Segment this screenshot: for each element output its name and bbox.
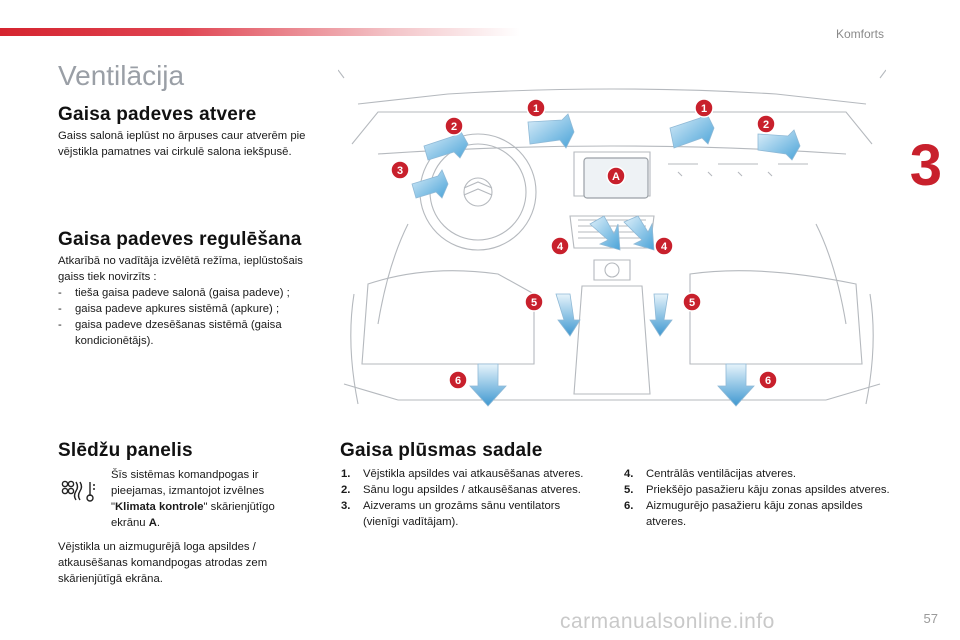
arrow-rear-footwell-right [717,363,755,407]
vent-marker-2: 2 [444,116,464,136]
list-item: -gaisa padeve apkures sistēmā (apkure) ; [58,303,280,315]
list-item-text: Aizverams un grozāms sānu ventilators (v… [363,500,561,528]
svg-text:2: 2 [451,121,457,133]
heading-air-distribution: Gaisa plūsmas sadale [340,440,543,461]
vent-marker-5: 5 [682,292,702,312]
list-number: 6. [624,500,634,512]
svg-text:4: 4 [557,241,564,253]
arrow-front-footwell-left [555,293,581,337]
vent-marker-4: 4 [550,236,570,256]
list-number: 1. [341,468,351,480]
distribution-list-left: 1. Vējstikla apsildes vai atkausēšanas at… [341,466,591,530]
svg-text:2: 2 [763,119,769,131]
vent-marker-5: 5 [524,292,544,312]
list-number: 3. [341,500,351,512]
control-panel-text-part: " skārienjūtīgo ekrānu [111,501,275,529]
vent-marker-3: 3 [390,160,410,180]
arrow-front-footwell-right [649,293,673,337]
list-item: 4. Centrālās ventilācijas atveres. [624,466,894,482]
vent-marker-2: 2 [756,114,776,134]
air-regulation-list: -tieša gaisa padeve salonā (gaisa padeve… [58,285,323,349]
svg-text:5: 5 [531,297,537,309]
vent-marker-1: 1 [526,98,546,118]
arrow-center-vent-left [589,215,621,251]
arrow-center-vent-right [623,215,655,251]
list-item-text: gaisa padeve dzesēšanas sistēmā (gaisa k… [75,319,282,347]
list-item-text: tieša gaisa padeve salonā (gaisa padeve)… [75,287,290,299]
heading-air-intake: Gaisa padeves atvere [58,104,257,125]
list-item: 2. Sānu logu apsildes / atkausēšanas atve… [341,482,591,498]
control-panel-text-part: . [156,517,160,529]
arrow-side-window-right [757,129,801,161]
vent-marker-6: 6 [758,370,778,390]
list-item: 5. Priekšējo pasažieru kāju zonas apsilde… [624,482,894,498]
list-item: 6. Aizmugurējo pasažieru kāju zonas apsil… [624,498,894,530]
svg-text:6: 6 [765,375,771,387]
list-number: 2. [341,484,351,496]
control-panel-text-part: Šīs sistēmas komandpogas ir pieejamas, i… [111,469,265,513]
climate-control-icon [60,478,100,504]
air-intake-text: Gaiss salonā ieplūst no ārpuses caur atv… [58,130,306,158]
heading-air-regulation: Gaisa padeves regulēšana [58,229,302,250]
header-accent-bar [0,28,520,36]
svg-text:1: 1 [701,103,707,115]
list-item: 3. Aizverams un grozāms sānu ventilators … [341,498,591,530]
list-number: 5. [624,484,634,496]
arrow-side-vent [411,169,449,199]
svg-text:1: 1 [533,103,539,115]
vent-marker-1: 1 [694,98,714,118]
list-item-text: Centrālās ventilācijas atveres. [646,468,797,480]
vent-marker-6: 6 [448,370,468,390]
list-item: -gaisa padeve dzesēšanas sistēmā (gaisa … [58,319,282,347]
svg-text:4: 4 [661,241,668,253]
page-title: Ventilācija [58,60,185,91]
list-item-text: Sānu logu apsildes / atkausēšanas atvere… [363,484,581,496]
list-item: -tieša gaisa padeve salonā (gaisa padeve… [58,287,290,299]
vent-marker-4: 4 [654,236,674,256]
air-flow-arrows [411,111,801,407]
heading-control-panel: Slēdžu panelis [58,440,193,461]
screen-marker-a: A [606,166,626,186]
list-item: 1. Vējstikla apsildes vai atkausēšanas at… [341,466,591,482]
ventilation-diagram: 1 1 2 2 3 4 4 5 5 6 6 A [338,69,886,407]
distribution-list-right: 4. Centrālās ventilācijas atveres. 5. Prie… [624,466,894,530]
diagram-markers: 1 1 2 2 3 4 4 5 5 6 6 A [390,98,778,390]
list-item-text: Priekšējo pasažieru kāju zonas apsildes … [646,484,890,496]
screen-a-label: A [148,517,157,529]
watermark: carmanualsonline.info [560,610,775,633]
svg-text:3: 3 [397,165,403,177]
list-item-text: gaisa padeve apkures sistēmā (apkure) ; [75,303,280,315]
svg-text:A: A [612,171,620,183]
air-regulation-block: Atkarībā no vadītāja izvēlētā režīma, ie… [58,253,323,349]
list-item-text: Vējstikla apsildes vai atkausēšanas atve… [363,468,584,480]
svg-text:5: 5 [689,297,695,309]
section-title: Komforts [835,27,884,41]
list-number: 4. [624,468,634,480]
list-item-text: Aizmugurējo pasažieru kāju zonas apsilde… [646,500,863,528]
control-panel-text: Šīs sistēmas komandpogas ir pieejamas, i… [111,467,311,531]
chapter-number: 3 [909,133,942,198]
arrow-windscreen-right [669,111,715,149]
air-regulation-intro: Atkarībā no vadītāja izvēlētā režīma, ie… [58,255,303,283]
climate-control-menu-label: Klimata kontrole [115,501,204,513]
arrow-windscreen-left [527,113,575,149]
svg-text:6: 6 [455,375,461,387]
page-number: 57 [923,611,938,626]
control-panel-text-2: Vējstikla un aizmugurējā loga apsildes /… [58,541,268,585]
arrow-rear-footwell-left [469,363,507,407]
